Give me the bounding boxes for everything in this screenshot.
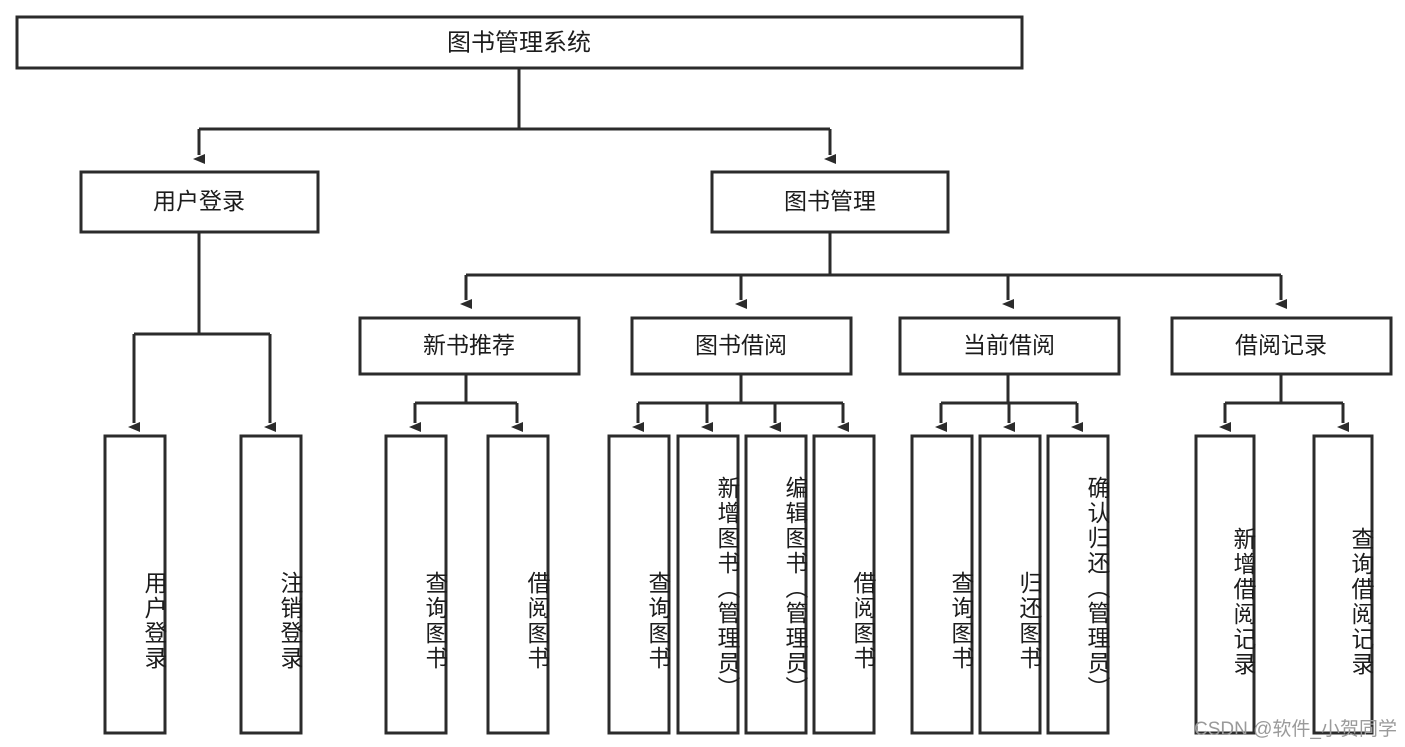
leaf-box-query-book-2[interactable]	[607, 434, 671, 735]
leaf-box-borrow-book-1[interactable]	[486, 434, 550, 735]
leaf-box-return-book[interactable]	[978, 434, 1042, 735]
leaf-box-user-logout[interactable]	[239, 434, 303, 735]
node-user-login-label: 用户登录	[153, 188, 245, 214]
node-new-book-recommend-label: 新书推荐	[423, 332, 515, 358]
node-new-book-recommend[interactable]: 新书推荐	[358, 316, 581, 376]
connector-group-book-borrow	[632, 374, 849, 432]
connector-group-new-book-recommend	[409, 374, 523, 432]
node-current-borrow[interactable]: 当前借阅	[898, 316, 1121, 376]
connector-group-user-login	[128, 232, 276, 432]
node-user-login[interactable]: 用户登录	[79, 170, 320, 234]
leaf-box-edit-book[interactable]	[744, 434, 808, 735]
node-root-label: 图书管理系统	[447, 29, 591, 56]
leaf-box-query-record[interactable]	[1312, 434, 1374, 735]
connector-group-book-manage	[460, 232, 1287, 309]
node-current-borrow-label: 当前借阅	[963, 332, 1055, 358]
connector-group-borrow-record	[1219, 374, 1349, 432]
leaf-box-user-login[interactable]	[103, 434, 167, 735]
csdn-watermark: CSDN @软件_小贺同学	[1194, 719, 1397, 740]
node-book-manage-label: 图书管理	[784, 188, 876, 214]
node-borrow-record-box[interactable]	[1170, 316, 1393, 376]
node-book-manage-box[interactable]	[710, 170, 950, 234]
node-user-login-box[interactable]	[79, 170, 320, 234]
leaf-box-add-book[interactable]	[676, 434, 740, 735]
node-book-borrow[interactable]: 图书借阅	[630, 316, 853, 376]
leaf-box-borrow-book-2[interactable]	[812, 434, 876, 735]
node-book-borrow-box[interactable]	[630, 316, 853, 376]
node-borrow-record[interactable]: 借阅记录	[1170, 316, 1393, 376]
node-book-manage[interactable]: 图书管理	[710, 170, 950, 234]
node-borrow-record-label: 借阅记录	[1235, 332, 1327, 358]
leaf-box-confirm-return[interactable]	[1046, 434, 1110, 735]
node-root[interactable]: 图书管理系统	[15, 15, 1024, 70]
connector-group-root	[193, 68, 836, 164]
leaf-box-query-book-1[interactable]	[384, 434, 448, 735]
leaf-box-add-record[interactable]	[1194, 434, 1256, 735]
leaf-boxes	[103, 434, 1374, 735]
leaf-box-query-book-3[interactable]	[910, 434, 974, 735]
node-root-box[interactable]	[15, 15, 1024, 70]
node-book-borrow-label: 图书借阅	[695, 332, 787, 358]
node-current-borrow-box[interactable]	[898, 316, 1121, 376]
node-new-book-recommend-box[interactable]	[358, 316, 581, 376]
connector-group-current-borrow	[935, 374, 1083, 432]
